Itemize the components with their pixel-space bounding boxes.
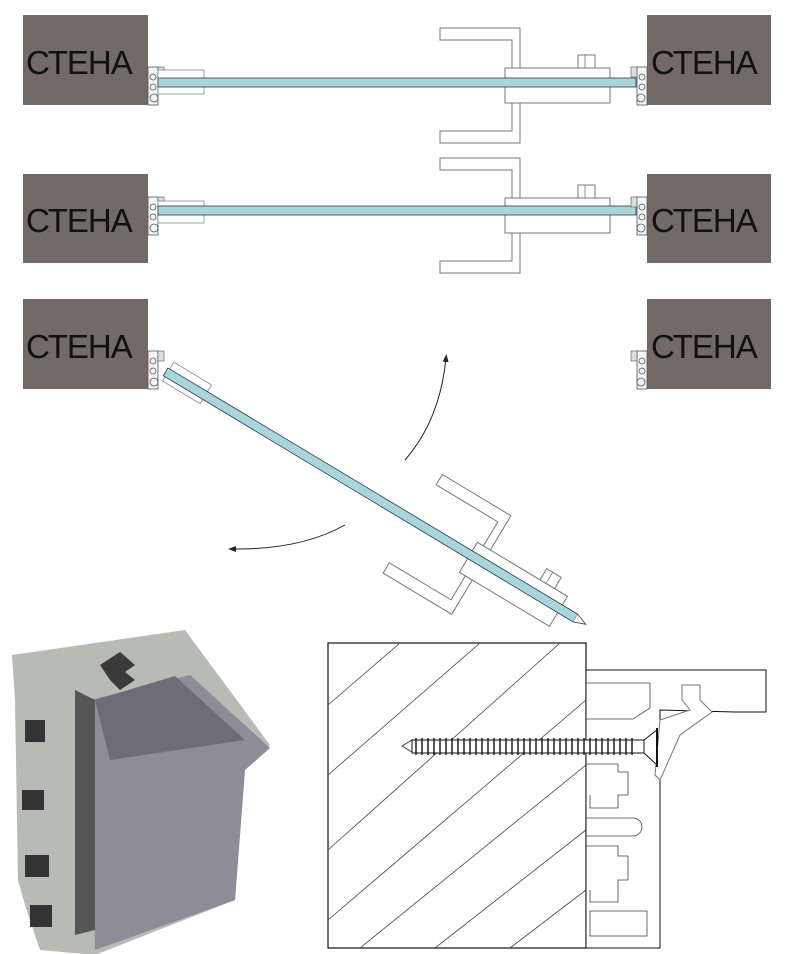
closed-door-row-2: СТЕНА СТЕНА — [23, 157, 771, 274]
swing-arrow-up — [404, 354, 449, 461]
swing-arrow-left — [228, 524, 346, 553]
open-door-row: СТЕНА СТЕНА — [23, 299, 771, 662]
wall-label: СТЕНА — [651, 44, 758, 81]
glass-panel — [157, 205, 637, 216]
wall-profile-left — [147, 350, 165, 390]
wall-block — [647, 299, 771, 389]
wall-label: СТЕНА — [26, 202, 133, 239]
profile-photo — [12, 630, 270, 954]
wall-block — [647, 15, 771, 105]
wall-block — [23, 299, 148, 389]
door-handle-lock — [439, 157, 611, 274]
wall-label: СТЕНА — [651, 202, 758, 239]
wall-block — [647, 174, 771, 263]
closed-door-row-1: СТЕНА СТЕНА — [23, 15, 771, 144]
wall-profile-right — [630, 196, 648, 236]
wall-block — [23, 174, 148, 263]
glass-panel — [162, 367, 579, 623]
wall-profile-right — [630, 350, 648, 390]
mounting-section-drawing — [327, 642, 767, 949]
wall-label: СТЕНА — [26, 328, 133, 365]
wall-label: СТЕНА — [26, 44, 133, 81]
screw — [401, 728, 658, 767]
wall-section — [327, 642, 587, 949]
wall-block — [23, 15, 148, 105]
aluminium-profile — [585, 669, 767, 949]
seal-profile — [654, 684, 713, 781]
wall-label: СТЕНА — [651, 328, 758, 365]
glass-panel — [157, 77, 637, 88]
